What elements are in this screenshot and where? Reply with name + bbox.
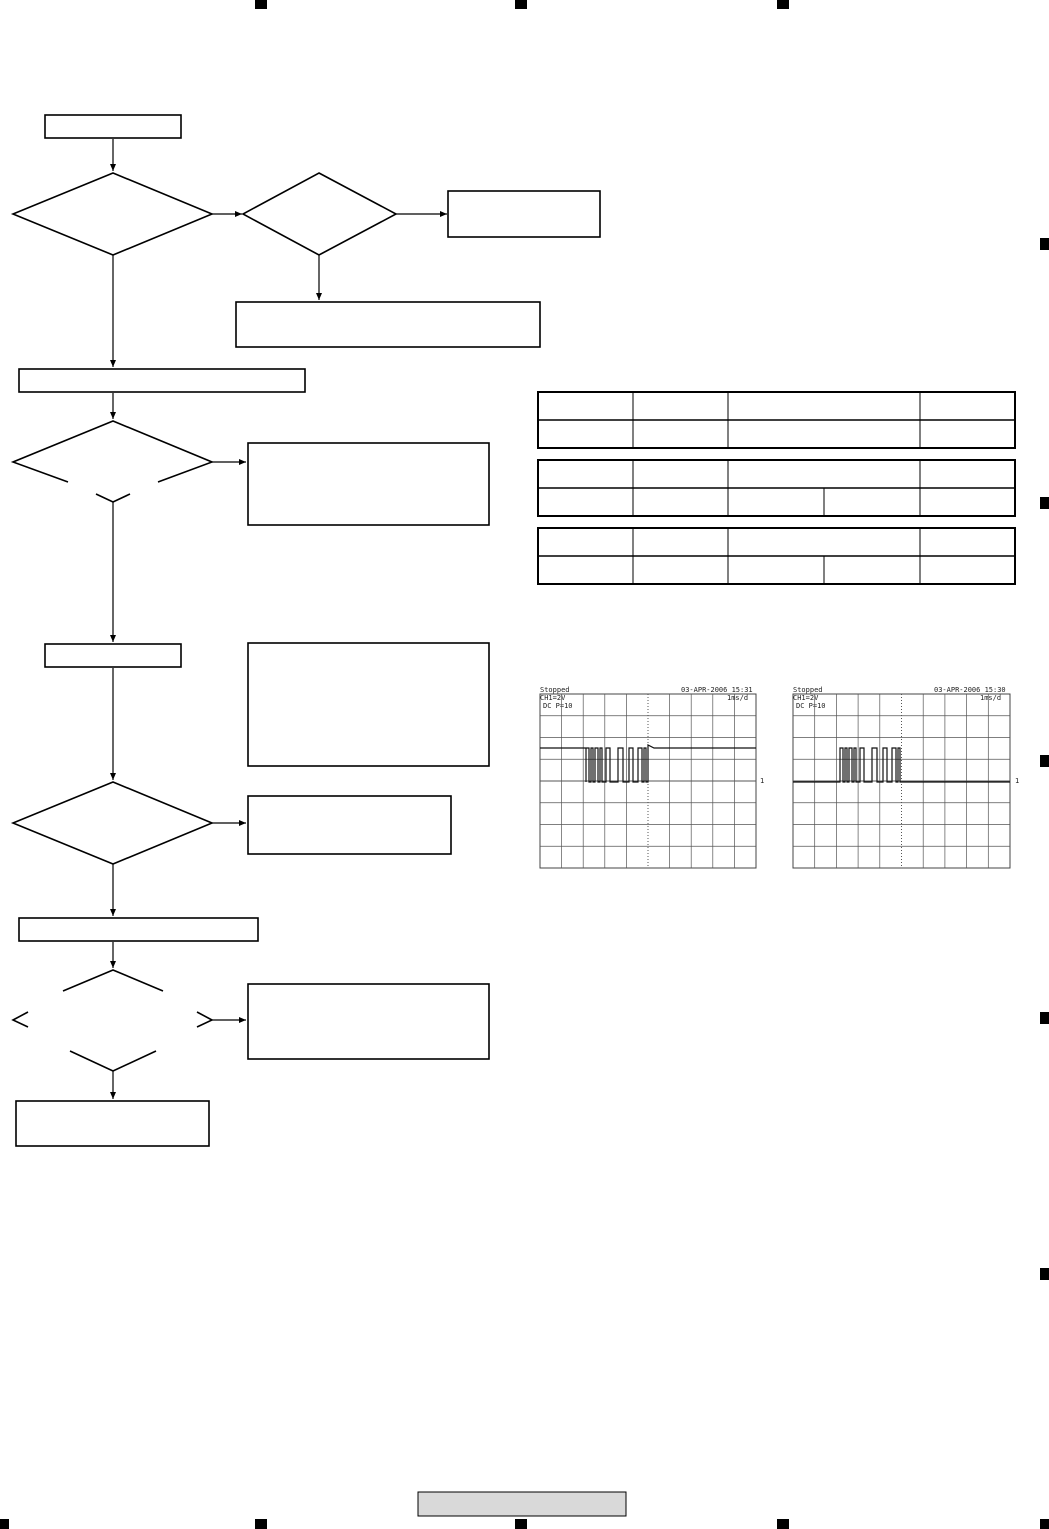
- decision-diamond: [10, 781, 215, 865]
- decision-diamond: [241, 172, 398, 256]
- waveform-trace: [793, 747, 1010, 783]
- decision-diamond: [62, 969, 164, 992]
- registration-mark: [255, 0, 267, 9]
- table-3: [537, 527, 1016, 585]
- scope-timestamp: 03-APR-2006 15:31: [681, 686, 753, 694]
- scope-timebase: 1ms/d: [727, 694, 748, 702]
- registration-mark: [1040, 497, 1049, 509]
- registration-mark: [0, 1519, 9, 1529]
- connectors: [110, 139, 447, 1099]
- action-box: [247, 442, 490, 526]
- registration-mark: [515, 1519, 527, 1529]
- scope-channel: CH1=2V: [540, 694, 566, 702]
- scope-grid: [792, 693, 1011, 869]
- oscilloscope-screen-2: Stopped CH1=2V DC P=10 03-APR-2006 15:30…: [792, 686, 1019, 869]
- scope-coupling: DC P=10: [543, 702, 573, 710]
- footer-page-label: [417, 1491, 627, 1517]
- step-box: [44, 643, 182, 668]
- flowchart: [10, 114, 601, 1147]
- oscilloscope-screen-1: Stopped CH1=2V DC P=10 03-APR-2006 15:31…: [539, 686, 764, 869]
- result-box: [447, 190, 601, 238]
- tables: [537, 391, 1016, 585]
- action-box: [247, 795, 452, 855]
- registration-mark: [777, 0, 789, 9]
- scope-status: Stopped: [540, 686, 570, 694]
- result-box-middle: [235, 301, 541, 348]
- trigger-marker: 1: [760, 777, 764, 785]
- scope-grid: [539, 693, 757, 869]
- registration-mark: [1040, 755, 1049, 767]
- check-box-wide: [18, 917, 259, 942]
- table-1: [537, 391, 1016, 449]
- waveform-trace: [540, 744, 756, 783]
- decision-diamond: [95, 493, 131, 503]
- registration-mark: [777, 1519, 789, 1529]
- registration-mark: [1040, 238, 1049, 250]
- decision-diamond: [196, 1011, 214, 1028]
- table-2: [537, 459, 1016, 517]
- decision-diamond: [11, 1011, 29, 1028]
- scope-timestamp: 03-APR-2006 15:30: [934, 686, 1006, 694]
- scope-coupling: DC P=10: [796, 702, 826, 710]
- action-box: [247, 983, 490, 1060]
- decision-diamond: [10, 172, 215, 256]
- registration-mark: [515, 0, 527, 9]
- scope-timebase: 1ms/d: [980, 694, 1001, 702]
- scope-status: Stopped: [793, 686, 823, 694]
- trigger-marker: 1: [1015, 777, 1019, 785]
- registration-mark: [1040, 1519, 1049, 1529]
- check-box-wide: [18, 368, 306, 393]
- registration-mark: [255, 1519, 267, 1529]
- end-box: [15, 1100, 210, 1147]
- registration-mark: [1040, 1012, 1049, 1024]
- decision-diamond: [10, 420, 215, 483]
- registration-mark: [1040, 1268, 1049, 1280]
- start-box: [44, 114, 182, 139]
- info-box: [247, 642, 490, 767]
- scope-channel: CH1=2V: [793, 694, 819, 702]
- decision-diamond: [69, 1050, 157, 1072]
